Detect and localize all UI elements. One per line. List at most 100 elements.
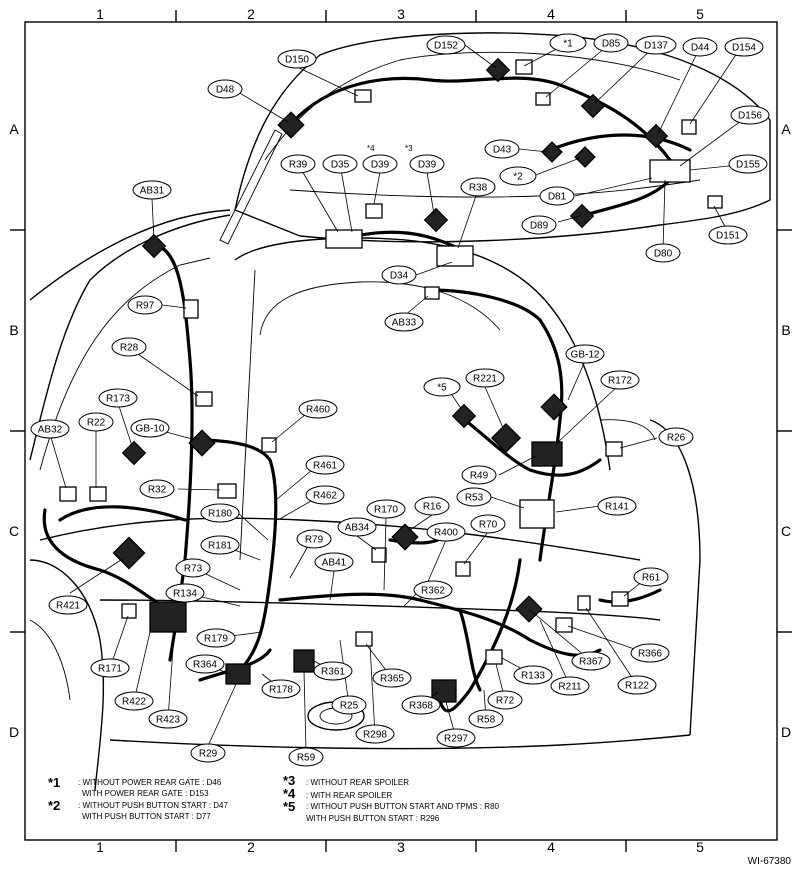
label-D43: D43 [484,139,520,159]
label-D44: D44 [682,37,718,57]
grid-row-labels-left: A B C D [9,121,19,740]
svg-text:D155: D155 [736,160,760,171]
connector-GB10 [188,429,216,457]
label-star5: *5 [423,377,461,397]
svg-text:GB-12: GB-12 [571,350,600,361]
label-R26: R26 [658,427,694,447]
svg-text:R29: R29 [199,749,218,760]
connector-R38 [436,245,474,267]
grid-col-5-bottom: 5 [696,839,704,855]
label-R362: R362 [413,580,453,600]
svg-text:R171: R171 [98,664,122,675]
note-1: *1 : WITHOUT POWER REAR GATE : D46 WITH … [48,775,222,798]
grid-col-3-top: 3 [397,6,405,22]
label-R133: R133 [513,665,553,685]
label-R461: R461 [305,455,345,475]
svg-text:R25: R25 [340,701,359,712]
svg-text:D81: D81 [548,192,567,203]
svg-text:AB32: AB32 [38,425,63,436]
label-D48: D48 [207,79,243,99]
label-R171: R171 [90,658,130,678]
label-R32: R32 [139,479,175,499]
connector-R22 [89,486,107,502]
grid-row-c-right: C [781,523,791,539]
connector-R221 [490,422,522,454]
label-R28: R28 [111,337,147,357]
connector-D39-b [423,207,449,233]
svg-text:*4: *4 [283,786,296,801]
label-R172: R172 [600,370,640,390]
svg-text:: WITH REAR SPOILER: : WITH REAR SPOILER [306,791,392,800]
svg-text:*1: *1 [48,775,60,790]
connector-D137 [580,93,606,119]
svg-text:R461: R461 [313,461,337,472]
label-D137: D137 [635,35,677,55]
label-R460: R460 [298,399,338,419]
label-R462: R462 [305,485,345,505]
label-R422: R422 [114,691,154,711]
label-R73: R73 [175,558,211,578]
connector-AB31 [141,233,167,259]
svg-text:D80: D80 [654,249,673,260]
label-star2: *2 [499,166,537,186]
svg-text:AB34: AB34 [345,523,370,534]
svg-text:: WITHOUT POWER REAR GATE : D4: : WITHOUT POWER REAR GATE : D46 [78,778,222,787]
svg-text:D34: D34 [390,271,409,282]
label-GB10: GB-10 [130,418,170,438]
svg-text:D39: D39 [418,160,437,171]
svg-text:R365: R365 [380,674,404,685]
label-R173: R173 [98,388,138,408]
connector-R26 [605,441,623,457]
svg-text:R53: R53 [465,493,484,504]
connector-D89 [569,203,595,229]
connector-R70 [455,561,471,577]
svg-text:R421: R421 [56,601,80,612]
grid-row-a-left: A [9,121,19,137]
label-R70: R70 [470,514,506,534]
svg-text:R367: R367 [579,657,603,668]
note-3: *3 : WITHOUT REAR SPOILER [283,773,409,788]
label-D152: D152 [426,35,466,55]
label-R178: R178 [261,679,301,699]
svg-text:R422: R422 [122,697,146,708]
connector-GB12 [540,393,568,421]
connector-D155 [649,159,691,183]
svg-text:R28: R28 [120,343,139,354]
label-R221: R221 [465,368,505,388]
grid-row-a-right: A [781,121,791,137]
svg-text:R462: R462 [313,491,337,502]
connector-R28 [195,391,213,407]
label-R58: R58 [468,709,504,729]
label-R53: R53 [456,487,492,507]
connector-D154 [681,119,697,135]
label-star1: *1 [549,33,587,53]
grid-row-d-left: D [9,724,19,740]
grid-row-d-right: D [781,724,791,740]
svg-text:: WITHOUT REAR SPOILER: : WITHOUT REAR SPOILER [306,778,409,787]
svg-text:R364: R364 [193,660,217,671]
label-R180: R180 [200,503,240,523]
label-R400: R400 [426,522,466,542]
svg-text:D43: D43 [493,145,512,156]
connector-R32 [217,483,237,499]
label-R298: R298 [355,724,395,744]
grid-col-4-top: 4 [547,6,555,22]
label-D154: D154 [724,37,764,57]
grid-frame [10,10,792,852]
svg-text:AB33: AB33 [392,318,417,329]
label-AB41: AB41 [314,552,354,572]
connector-R361 [293,649,315,673]
label-R29: R29 [190,743,226,763]
grid-row-b-right: B [781,322,790,338]
label-R38: R38 [460,177,496,197]
connector-R367 [515,595,543,623]
label-AB31: AB31 [132,180,172,200]
svg-text:R180: R180 [208,509,232,520]
grid-column-labels-top: 1 2 3 4 5 [96,6,704,22]
svg-text:D150: D150 [285,55,309,66]
grid-col-3-bottom: 3 [397,839,405,855]
figure-code: WI-67380 [748,856,792,867]
svg-text:R141: R141 [605,502,629,513]
svg-text:D89: D89 [530,221,549,232]
